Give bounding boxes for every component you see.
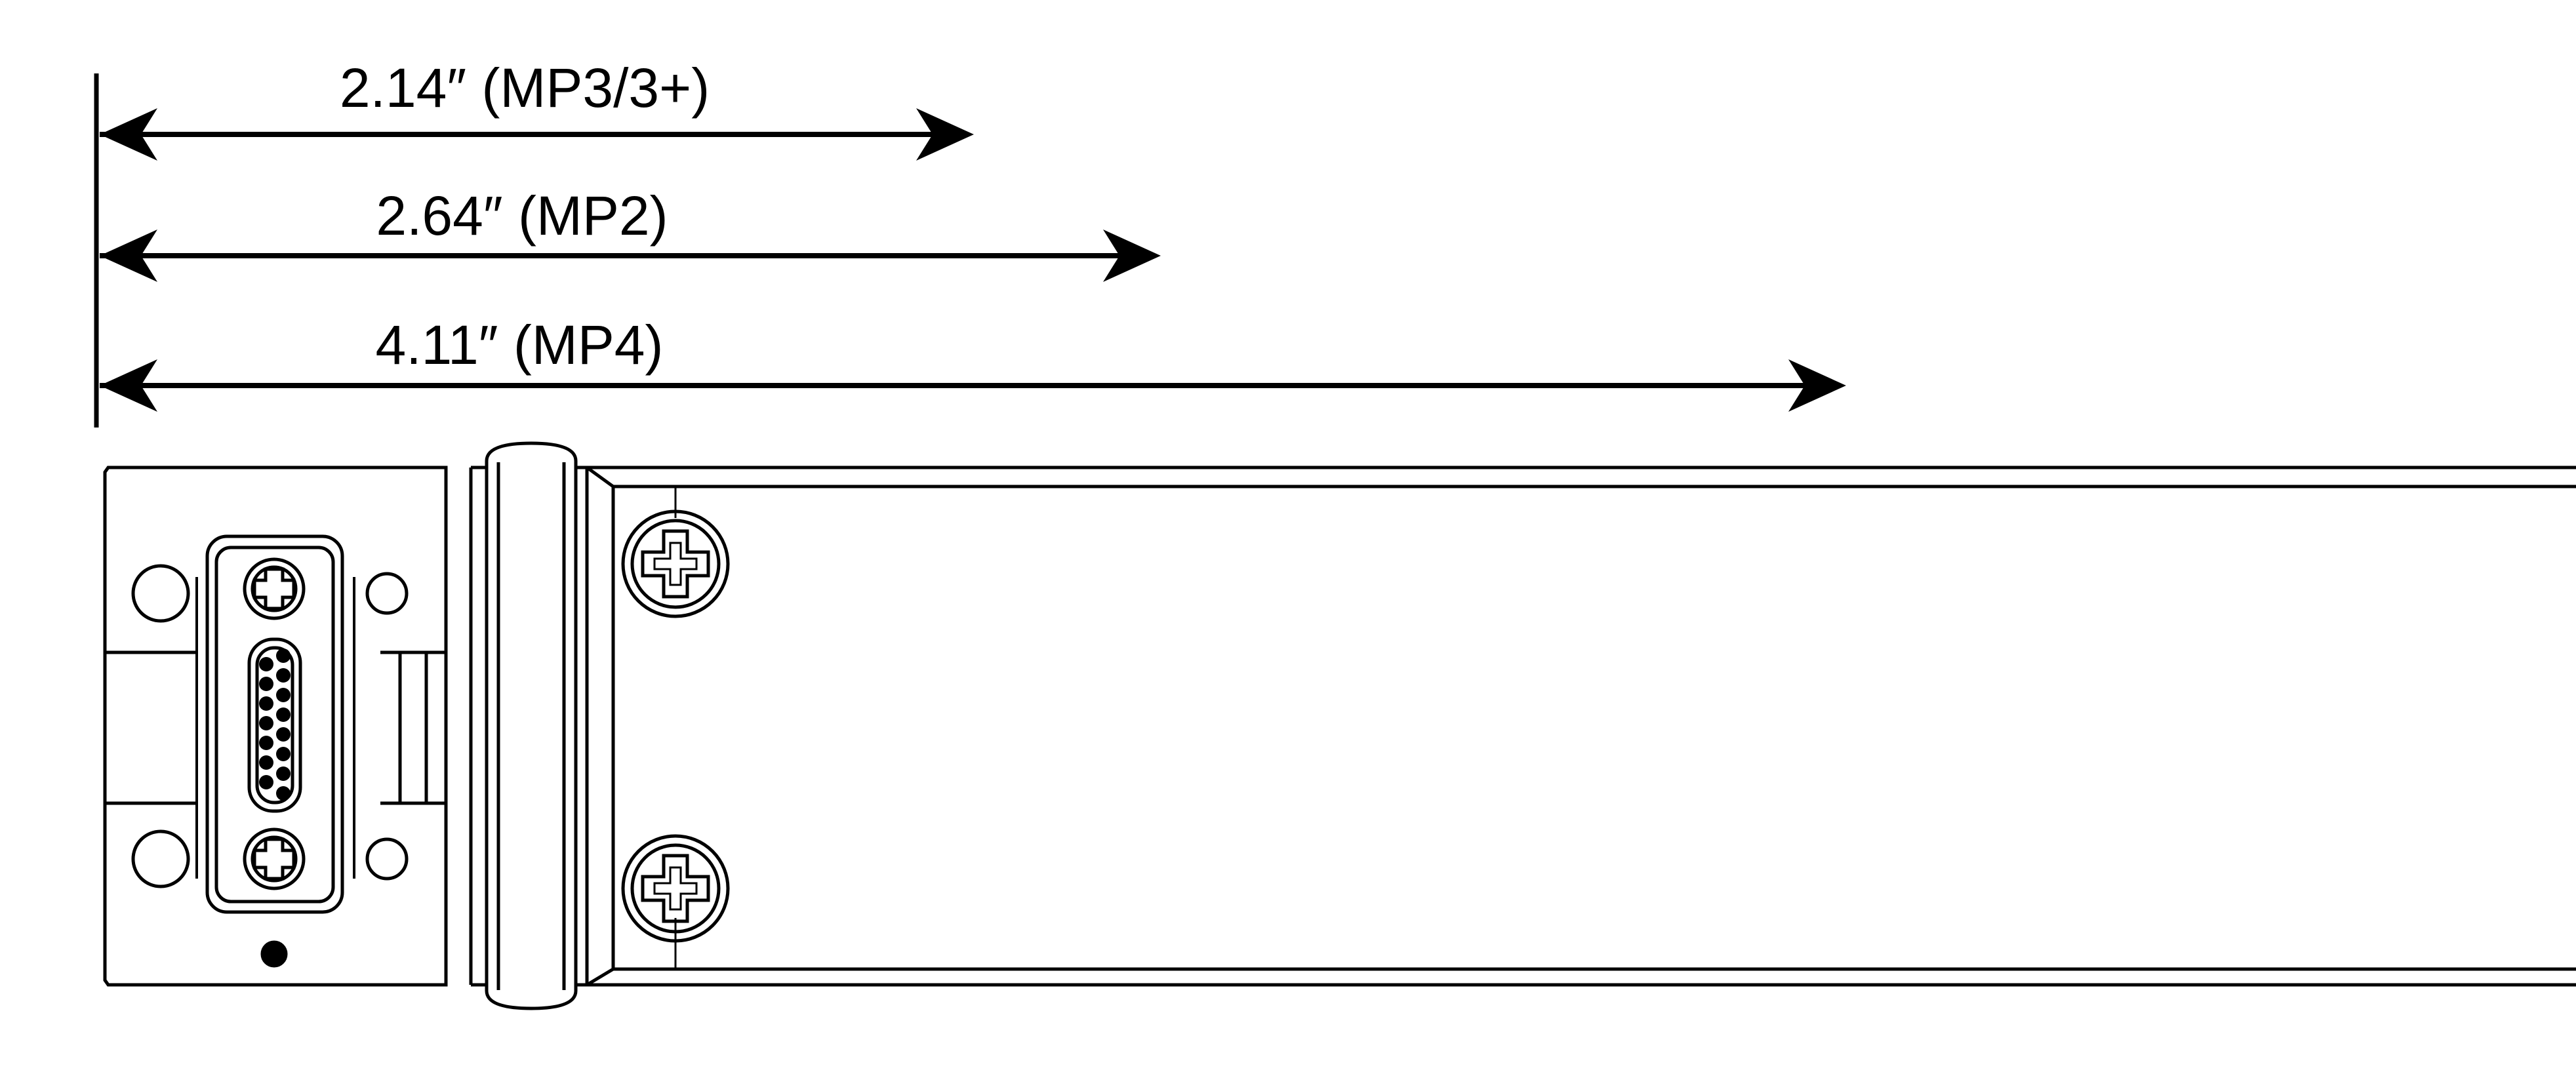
main-housing xyxy=(585,466,2576,987)
indicator-led-icon xyxy=(260,940,288,968)
arrow-left-icon xyxy=(100,359,157,412)
phillips-screw-icon xyxy=(243,827,306,890)
handle-ring xyxy=(471,441,587,1010)
dimension-line-mp4: 4.11″ (MP4) xyxy=(100,314,1846,412)
mounting-hole-icon xyxy=(365,837,409,881)
arrow-left-icon xyxy=(100,229,157,282)
mounting-hole-icon xyxy=(365,572,409,615)
end-cap xyxy=(103,466,473,987)
phillips-screw-icon xyxy=(243,557,306,620)
arrow-right-icon xyxy=(916,108,974,161)
arrow-left-icon xyxy=(100,108,157,161)
phillips-screw-icon xyxy=(621,509,730,618)
dimension-label-mp2: 2.64″ (MP2) xyxy=(376,185,668,247)
mounting-hole-icon xyxy=(131,564,190,623)
dimension-line-mp3: 2.14″ (MP3/3+) xyxy=(100,57,974,161)
dimension-label-mp4: 4.11″ (MP4) xyxy=(376,314,664,376)
arrow-right-icon xyxy=(1103,229,1161,282)
dimension-label-mp3: 2.14″ (MP3/3+) xyxy=(340,57,710,119)
dimension-line-mp2: 2.64″ (MP2) xyxy=(100,185,1161,282)
arrow-right-icon xyxy=(1788,359,1846,412)
connector-pins xyxy=(259,648,291,801)
phillips-screw-icon xyxy=(621,834,730,943)
db15-connector-icon xyxy=(195,534,355,914)
mounting-hole-icon xyxy=(131,829,190,888)
device-outline xyxy=(103,441,2576,1010)
